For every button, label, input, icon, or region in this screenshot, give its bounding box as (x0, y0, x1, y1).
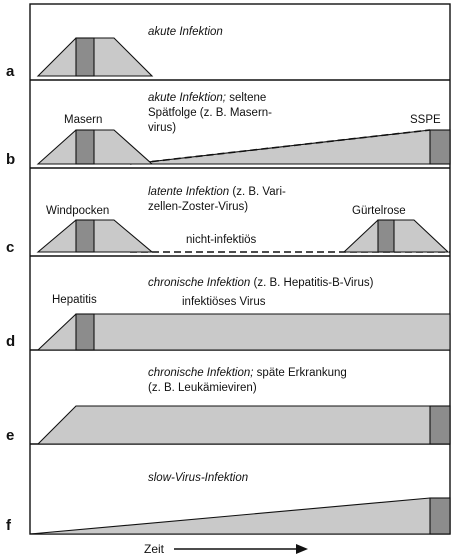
row-f-title: slow-Virus-Infektion (148, 472, 248, 484)
row-f: f slow-Virus-Infektion (6, 472, 451, 535)
label-windpocken: Windpocken (46, 205, 109, 217)
row-b-title-line3: virus) (148, 122, 176, 134)
row-d: d chronische Infektion (z. B. Hepatitis-… (6, 277, 451, 351)
row-b-title-line1: akute Infektion; seltene (148, 92, 266, 104)
sequela-dashed-line (129, 129, 431, 165)
symptom-phase-bar (75, 219, 95, 253)
label-sspe: SSPE (410, 114, 441, 126)
label-infektioeses-virus: infektiöses Virus (182, 296, 266, 308)
row-c: c latente Infektion (z. B. Vari- zellen-… (6, 186, 450, 256)
acute-phase-shape (36, 219, 154, 253)
row-e-title-line2: (z. B. Leukämieviren) (148, 382, 257, 394)
row-letter-b: b (6, 151, 15, 168)
row-letter-a: a (6, 63, 15, 80)
label-nicht-infektioes: nicht-infektiös (186, 234, 257, 246)
reactivation-shape (342, 219, 450, 253)
row-letter-e: e (6, 427, 14, 444)
diagram-frame (29, 3, 451, 535)
acute-phase-shape (36, 37, 154, 77)
late-disease-bar (429, 405, 451, 445)
slow-virus-shape (29, 497, 451, 535)
chronic-phase-shape (36, 405, 451, 445)
symptom-phase-bar (75, 37, 95, 77)
row-letter-c: c (6, 239, 14, 256)
row-b: b akute Infektion; seltene Spätfolge (z.… (6, 92, 451, 168)
row-b-title-line2: Spätfolge (z. B. Masern- (148, 107, 272, 119)
label-hepatitis: Hepatitis (52, 294, 97, 306)
arrow-right-icon (296, 544, 308, 554)
row-e: e chronische Infektion; späte Erkrankung… (6, 367, 451, 445)
sspe-bar (429, 129, 451, 165)
time-axis: Zeit (144, 542, 308, 556)
late-disease-bar (429, 497, 451, 535)
symptom-phase-bar (75, 129, 95, 165)
symptom-phase-bar (75, 313, 95, 351)
row-letter-d: d (6, 333, 15, 350)
row-a-title: akute Infektion (148, 26, 223, 38)
row-d-title: chronische Infektion (z. B. Hepatitis-B-… (148, 277, 374, 289)
reactivation-symptom-bar (377, 219, 395, 253)
row-a: a akute Infektion (6, 26, 223, 80)
row-c-title-line2: zellen-Zoster-Virus) (148, 201, 248, 213)
label-masern: Masern (64, 114, 102, 126)
chronic-phase-shape (36, 313, 451, 351)
acute-phase-shape (36, 129, 154, 165)
label-guertelrose: Gürtelrose (352, 205, 406, 217)
row-c-title-line1: latente Infektion (z. B. Vari- (148, 186, 286, 198)
row-e-title-line1: chronische Infektion; späte Erkrankung (148, 367, 347, 379)
row-letter-f: f (6, 517, 12, 534)
time-axis-label: Zeit (144, 542, 165, 556)
